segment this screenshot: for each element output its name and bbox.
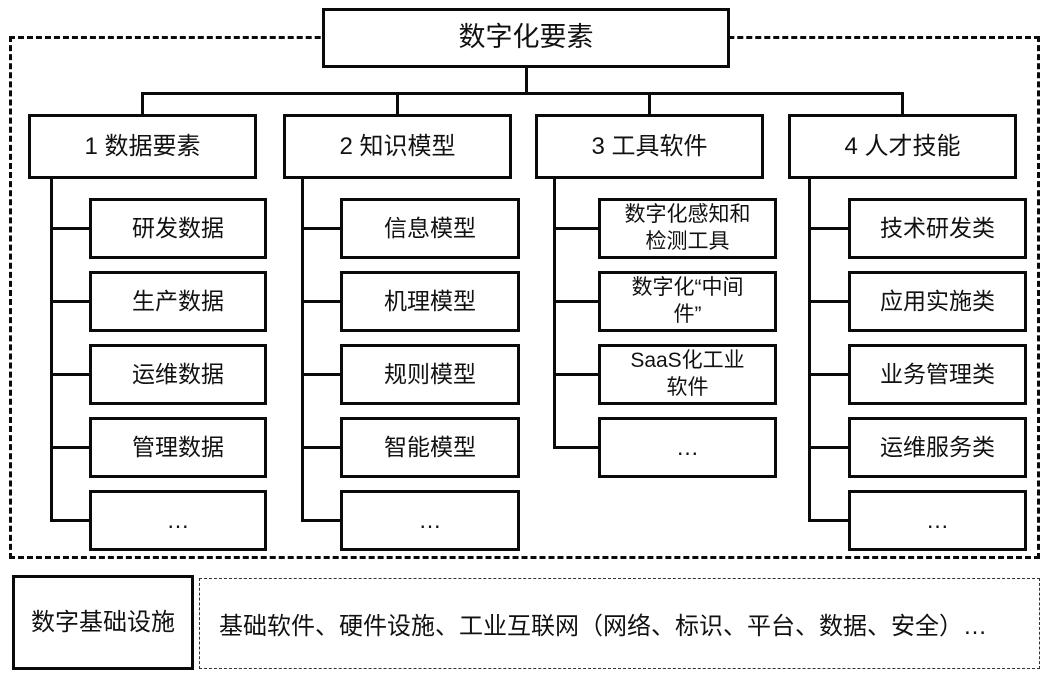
category-label: 3 工具软件 (591, 132, 708, 160)
trunk-col2 (301, 177, 304, 522)
child-box: 管理数据 (89, 417, 267, 478)
child-box: 机理模型 (340, 271, 520, 332)
child-label: … (676, 434, 699, 461)
branch-col4-4 (808, 446, 848, 449)
branch-col4-5 (808, 519, 848, 522)
branch-col1-5 (50, 519, 89, 522)
child-box: SaaS化工业 软件 (598, 344, 777, 405)
child-label: 生产数据 (132, 288, 224, 315)
connector-stub-col3 (648, 92, 651, 116)
infrastructure-description-box: 基础软件、硬件设施、工业互联网（网络、标识、平台、数据、安全）… (199, 578, 1040, 669)
child-box-ellipsis: … (598, 417, 777, 478)
child-box-ellipsis: … (340, 490, 520, 551)
child-label: … (166, 507, 190, 534)
connector-stub-col2 (396, 92, 399, 116)
child-box: 技术研发类 (848, 198, 1027, 259)
child-label: 运维数据 (132, 361, 224, 388)
branch-col3-1 (553, 227, 598, 230)
trunk-col3 (553, 177, 556, 449)
child-label: … (418, 507, 442, 534)
infrastructure-label: 数字基础设施 (31, 608, 175, 636)
child-box: 业务管理类 (848, 344, 1027, 405)
root-box: 数字化要素 (322, 8, 730, 68)
child-label: 研发数据 (132, 215, 224, 242)
branch-col4-3 (808, 373, 848, 376)
branch-col2-4 (301, 446, 340, 449)
branch-col1-2 (50, 300, 89, 303)
trunk-col1 (50, 177, 53, 522)
branch-col2-5 (301, 519, 340, 522)
category-box-talent-skills: 4 人才技能 (788, 114, 1017, 179)
category-label: 1 数据要素 (84, 132, 201, 160)
child-label: 信息模型 (384, 215, 476, 242)
child-label: 管理数据 (132, 434, 224, 461)
child-label: 数字化感知和 检测工具 (624, 203, 751, 253)
branch-col1-1 (50, 227, 89, 230)
connector-rail (141, 92, 904, 95)
child-label: 业务管理类 (880, 361, 995, 388)
child-label: SaaS化工业 软件 (630, 349, 745, 399)
branch-col1-4 (50, 446, 89, 449)
connector-stub-col4 (901, 92, 904, 116)
infrastructure-label-box: 数字基础设施 (12, 575, 194, 670)
child-box: 运维服务类 (848, 417, 1027, 478)
category-label: 4 人才技能 (844, 132, 961, 160)
child-label: 运维服务类 (880, 434, 995, 461)
child-box-ellipsis: … (848, 490, 1027, 551)
child-label: 应用实施类 (880, 288, 995, 315)
connector-stub-col1 (141, 92, 144, 116)
child-box: 研发数据 (89, 198, 267, 259)
child-label: 机理模型 (384, 288, 476, 315)
branch-col2-1 (301, 227, 340, 230)
child-label: 技术研发类 (880, 215, 995, 242)
branch-col3-3 (553, 373, 598, 376)
child-box: 智能模型 (340, 417, 520, 478)
infrastructure-description: 基础软件、硬件设施、工业互联网（网络、标识、平台、数据、安全）… (219, 613, 987, 640)
branch-col2-2 (301, 300, 340, 303)
category-box-tool-software: 3 工具软件 (535, 114, 764, 179)
trunk-col4 (808, 177, 811, 522)
branch-col4-1 (808, 227, 848, 230)
child-label: 智能模型 (384, 434, 476, 461)
child-box: 数字化“中间 件” (598, 271, 777, 332)
child-box: 生产数据 (89, 271, 267, 332)
branch-col1-3 (50, 373, 89, 376)
child-label: … (926, 507, 949, 534)
child-label: 规则模型 (384, 361, 476, 388)
child-box: 数字化感知和 检测工具 (598, 198, 777, 259)
child-box: 应用实施类 (848, 271, 1027, 332)
connector-root-drop (524, 65, 528, 95)
child-label: 数字化“中间 件” (631, 276, 744, 326)
category-label: 2 知识模型 (339, 132, 456, 160)
branch-col2-3 (301, 373, 340, 376)
child-box: 运维数据 (89, 344, 267, 405)
root-label: 数字化要素 (458, 22, 594, 53)
branch-col3-4 (553, 446, 598, 449)
category-box-data-elements: 1 数据要素 (28, 114, 257, 179)
child-box-ellipsis: … (89, 490, 267, 551)
branch-col3-2 (553, 300, 598, 303)
category-box-knowledge-models: 2 知识模型 (283, 114, 512, 179)
branch-col4-2 (808, 300, 848, 303)
child-box: 规则模型 (340, 344, 520, 405)
child-box: 信息模型 (340, 198, 520, 259)
